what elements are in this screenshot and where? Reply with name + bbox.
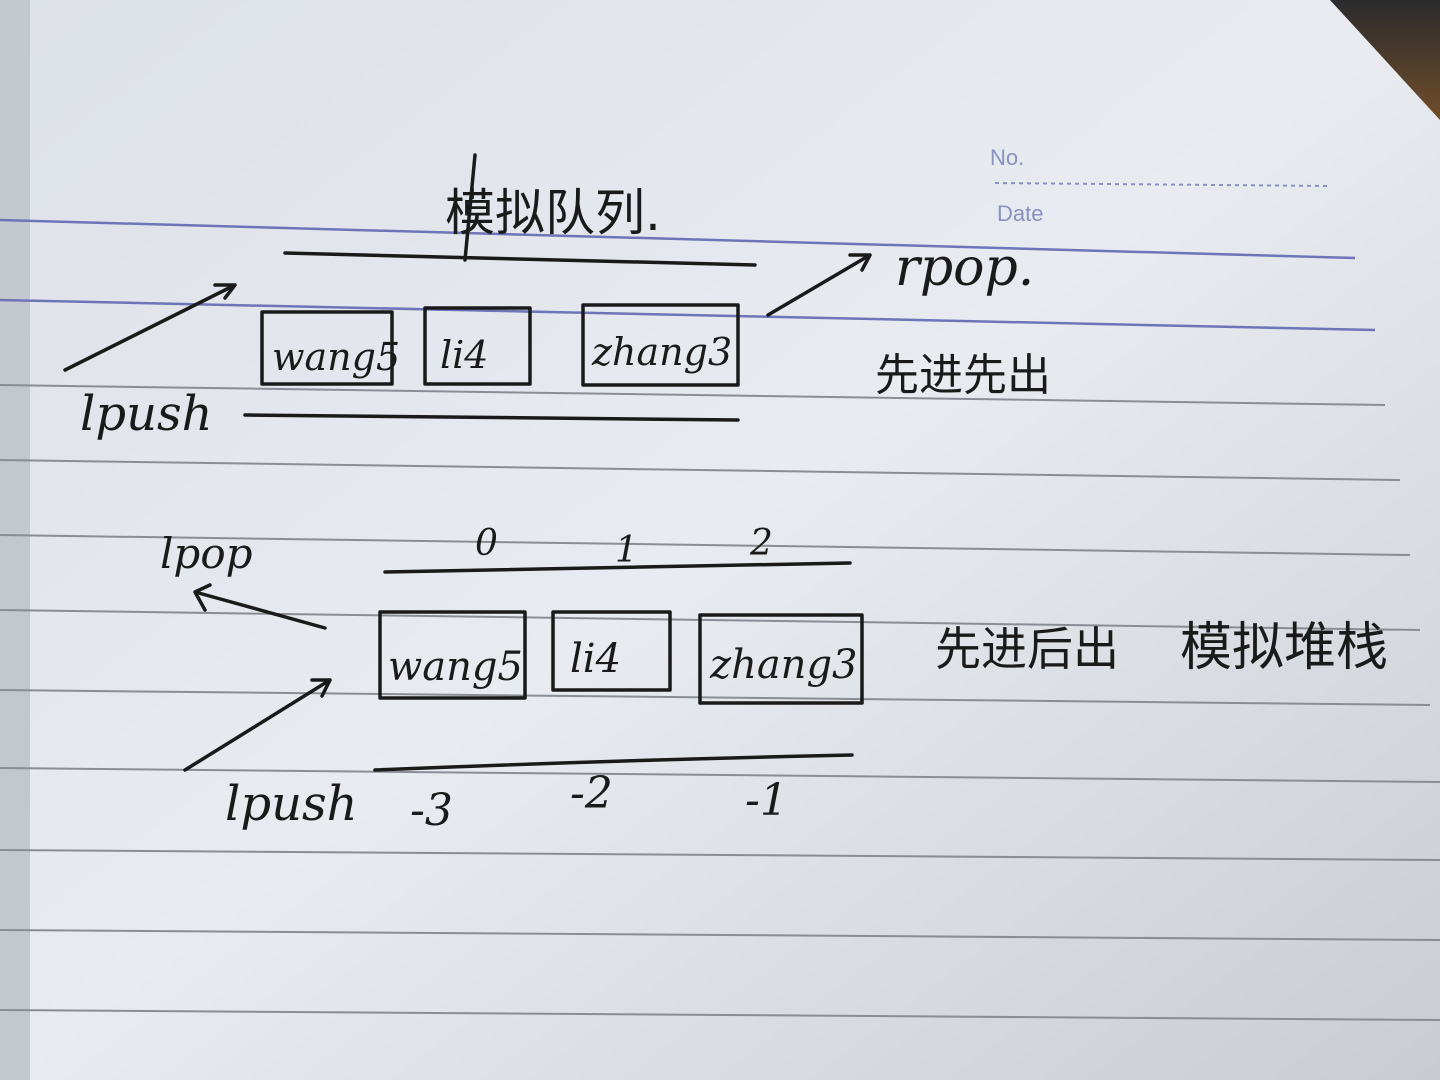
stack-top-line [383,561,852,574]
queue-item: wang5 [272,335,400,379]
queue-item-box [581,303,740,387]
no-label: No. [990,145,1024,170]
queue-diagram: 模拟队列. wang5 li4 zhang3 lpush rpop. 先进先出 [63,153,1051,442]
queue-rpop-label: rpop. [895,238,1034,298]
stack-item-box [551,610,672,692]
stack-index: -3 [410,785,453,836]
stack-item-box [378,610,527,700]
queue-lpush-label: lpush [80,386,213,442]
lpop-arrow-icon [193,583,327,630]
queue-bottom-line [243,413,740,422]
queue-title: 模拟队列. [445,184,661,242]
queue-item: li4 [440,333,488,377]
queue-item: zhang3 [591,330,732,374]
queue-top-line [283,251,757,267]
notebook-edge [0,0,30,1080]
queue-item-box [260,310,394,386]
stack-index: 0 [475,523,498,564]
stack-item: li4 [570,636,621,682]
stack-item-box [698,613,864,705]
stack-index: 2 [749,523,773,564]
stack-lpush-label: lpush [225,776,358,832]
stack-item: wang5 [388,644,523,690]
ruled-lines [0,218,1440,1021]
queue-note: 先进先出 [875,350,1051,401]
lpush-arrow-icon [63,283,237,372]
stack-index: -1 [745,775,788,826]
rpop-arrow-icon [766,253,872,317]
queue-item-box [423,306,532,386]
stack-bottom-line [373,753,854,772]
date-label: Date [997,201,1043,226]
stack-lpop-label: lpop [160,529,253,578]
stack-note-2: 模拟堆栈 [1180,618,1388,678]
stack-index: -2 [570,768,613,819]
lpush-arrow-icon [183,678,332,772]
stack-item: zhang3 [709,642,858,688]
stack-index: 1 [615,530,638,571]
stack-note: 先进后出 [935,622,1119,676]
stack-diagram: lpop 0 1 2 wang5 li4 zhang3 lpush -3 -2 … [160,523,1388,836]
